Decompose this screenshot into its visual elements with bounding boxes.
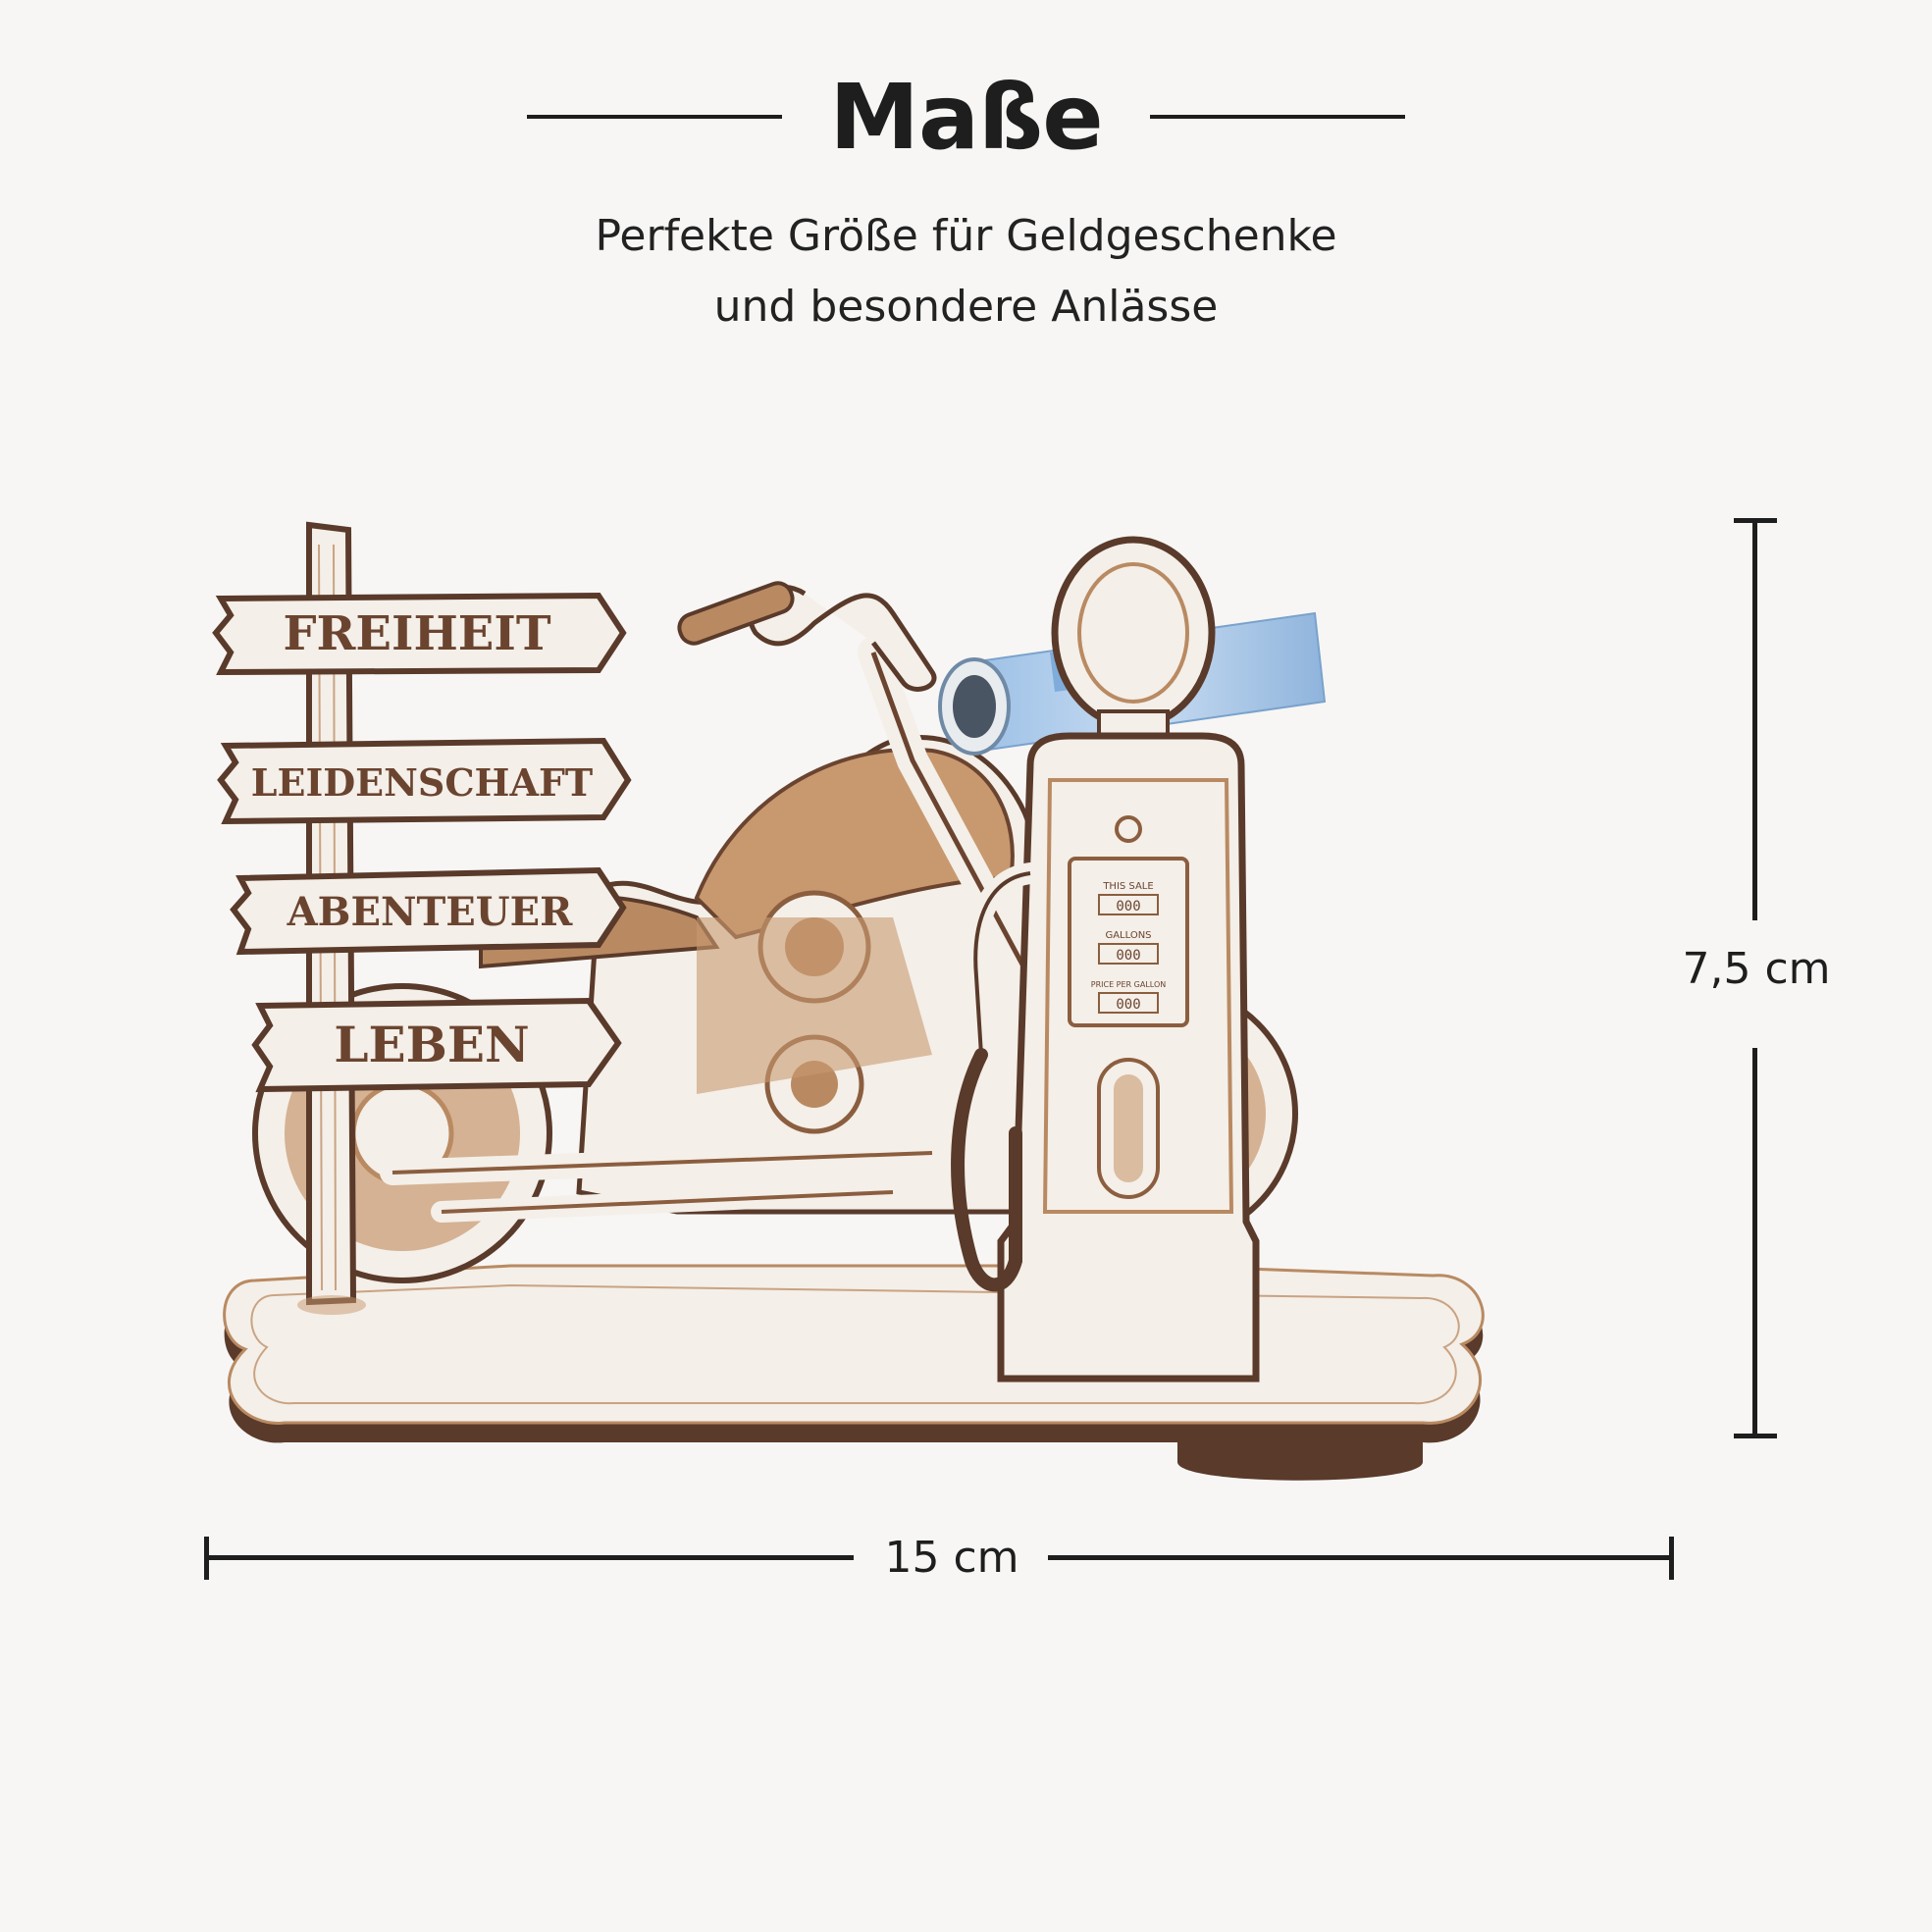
sign-label-1: FREIHEIT xyxy=(283,606,550,661)
page-title: Maße xyxy=(829,65,1103,170)
sign-label-3: ABENTEUER xyxy=(287,889,574,935)
subtitle-line-1: Perfekte Größe für Geldgeschenke xyxy=(595,211,1337,261)
sign-label-4: LEBEN xyxy=(334,1016,529,1073)
pump-label-sale: THIS SALE xyxy=(1102,881,1153,892)
height-cap-bottom xyxy=(1734,1434,1777,1438)
height-stem-upper xyxy=(1752,518,1757,920)
width-stem-right xyxy=(1048,1555,1674,1560)
title-row: Maße xyxy=(0,54,1932,182)
sign-1: FREIHEIT xyxy=(212,592,627,676)
pump-digits-sale: 000 xyxy=(1116,899,1140,914)
product-image: THIS SALE 000 GALLONS 000 PRICE PER GALL… xyxy=(212,521,1485,1481)
subtitle: Perfekte Größe für Geldgeschenke und bes… xyxy=(0,201,1932,342)
width-label: 15 cm xyxy=(884,1533,1019,1583)
pump-label-price: PRICE PER GALLON xyxy=(1091,980,1167,989)
fuel-pump: THIS SALE 000 GALLONS 000 PRICE PER GALL… xyxy=(951,536,1260,1383)
width-stem-left xyxy=(204,1555,854,1560)
width-dimension-line xyxy=(204,1537,1674,1580)
height-stem-lower xyxy=(1752,1048,1757,1438)
title-rule-right xyxy=(1150,115,1405,119)
sign-4: LEBEN xyxy=(251,997,622,1093)
sign-2: LEIDENSCHAFT xyxy=(217,737,632,825)
height-label: 7,5 cm xyxy=(1682,944,1831,994)
width-cap-right xyxy=(1669,1537,1674,1580)
title-rule-left xyxy=(527,115,782,119)
pump-digits-gallons: 000 xyxy=(1116,948,1140,964)
pump-label-gallons: GALLONS xyxy=(1105,930,1151,941)
sign-label-2: LEIDENSCHAFT xyxy=(251,760,593,805)
height-dimension-line xyxy=(1734,518,1777,1438)
sign-3: ABENTEUER xyxy=(230,866,627,956)
subtitle-line-2: und besondere Anlässe xyxy=(713,282,1219,332)
pump-digits-price: 000 xyxy=(1116,997,1140,1013)
header: Maße Perfekte Größe für Geldgeschenke un… xyxy=(0,54,1932,342)
base-plate xyxy=(223,1264,1485,1481)
